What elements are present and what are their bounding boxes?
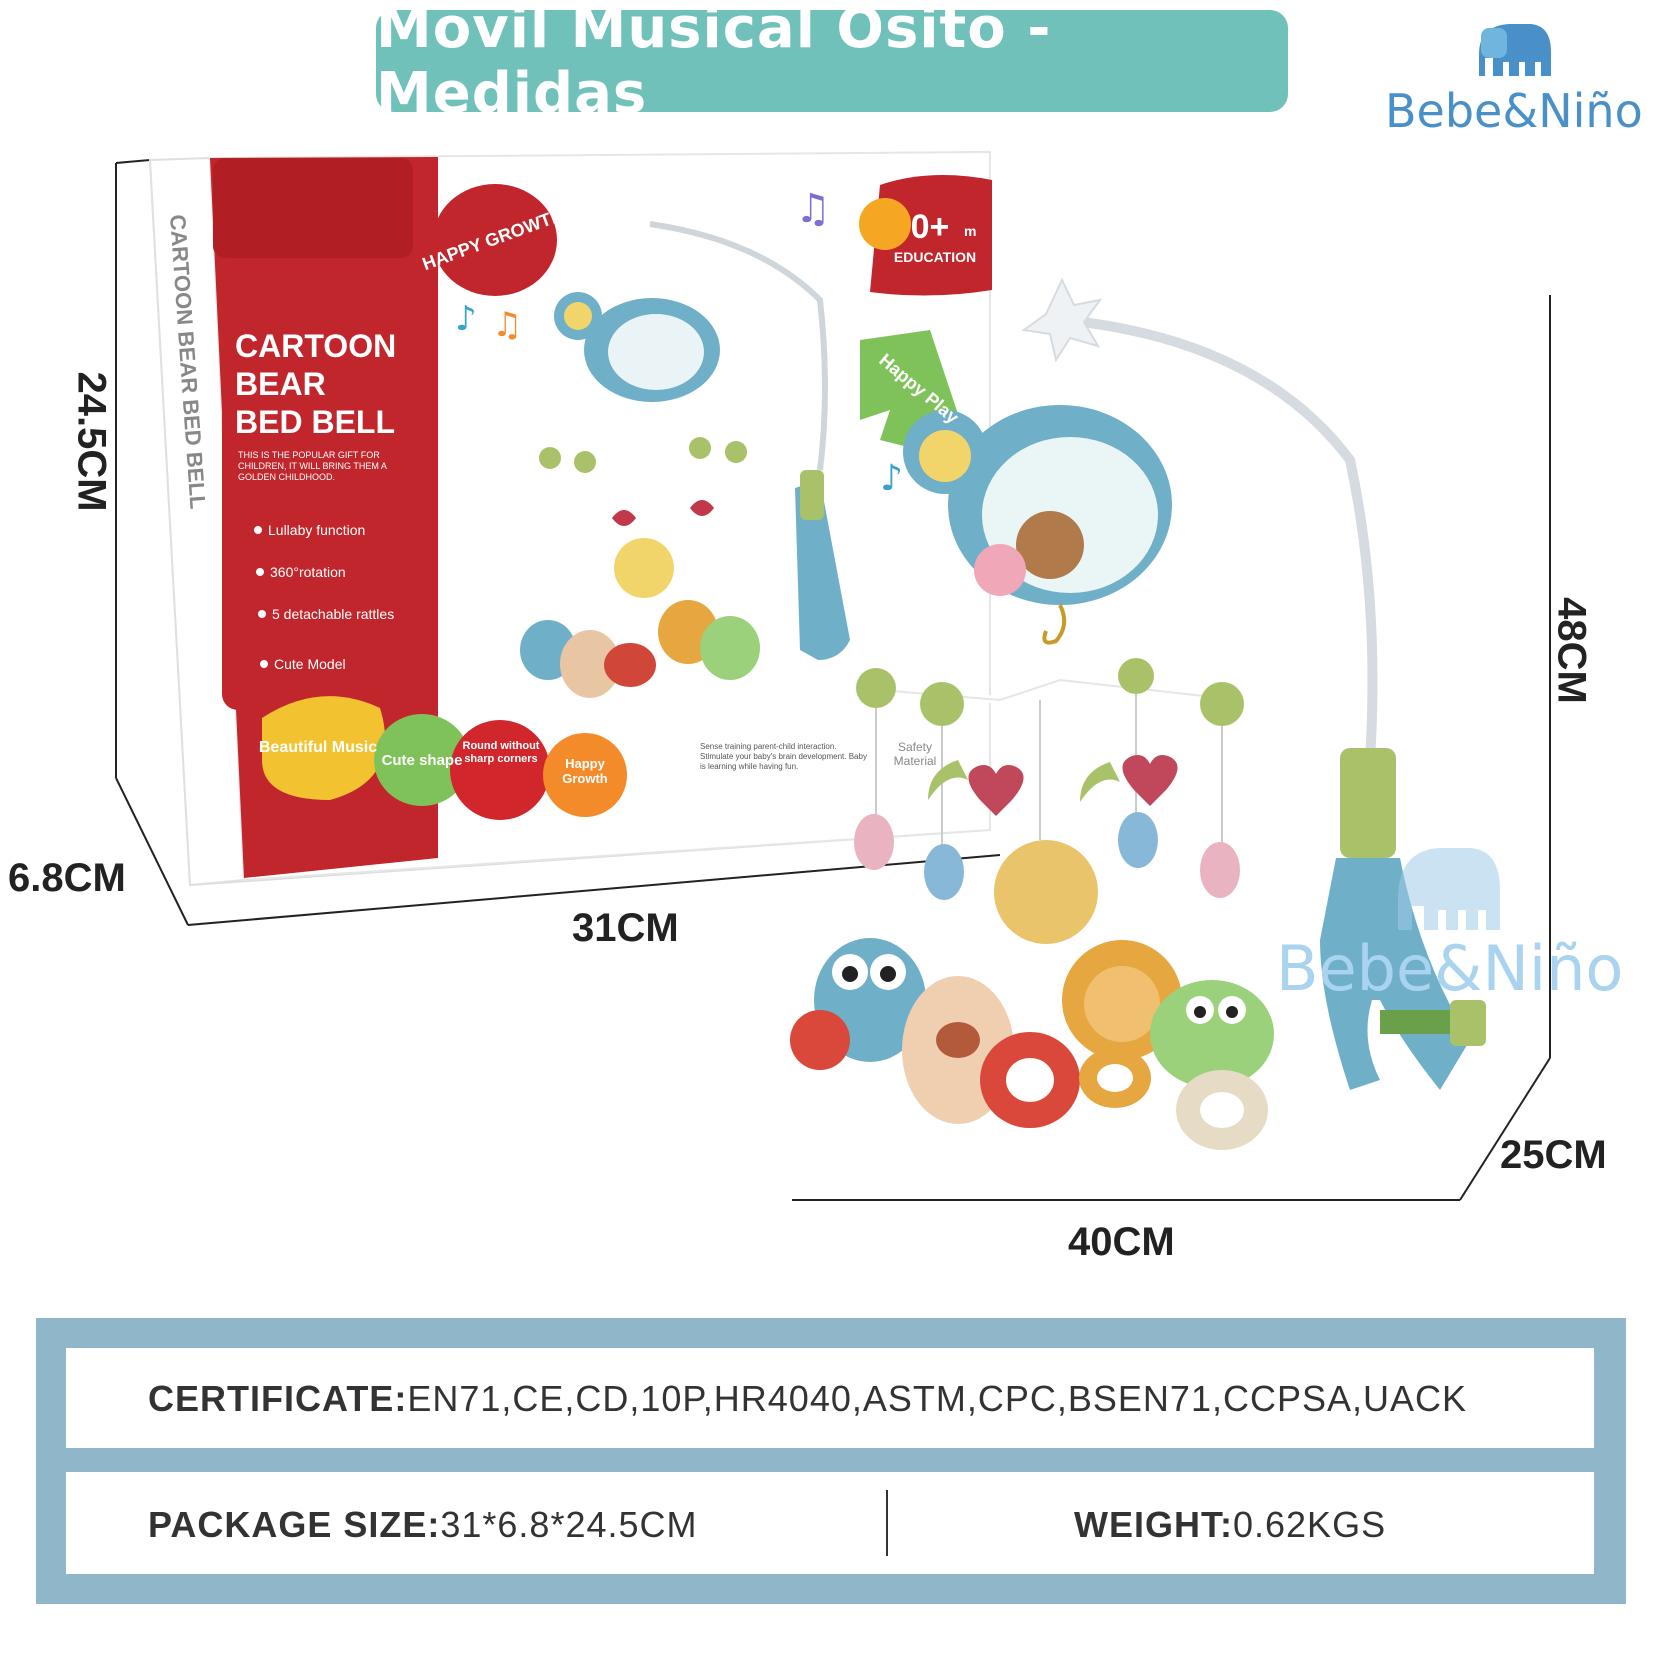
package-row: PACKAGE SIZE:31*6.8*24.5CM WEIGHT:0.62KG… bbox=[66, 1472, 1594, 1574]
box-bubble-4: Happy Growth bbox=[562, 756, 608, 786]
page-title: Movil Musical Osito - Medidas bbox=[376, 0, 1052, 126]
box-age: 0+ bbox=[911, 208, 950, 246]
dim-product-height: 48CM bbox=[1549, 597, 1594, 704]
box-feature-2: 360°rotation bbox=[270, 564, 346, 580]
certificate-label: CERTIFICATE: bbox=[148, 1378, 408, 1419]
box-education: EDUCATION bbox=[894, 249, 976, 265]
brand-logo: Bebe&Niño bbox=[1385, 14, 1643, 144]
dim-box-height: 24.5CM bbox=[69, 371, 114, 512]
product-illustration: ♪ ♫ ♫ bbox=[115, 150, 1551, 1201]
dim-box-depth: 6.8CM bbox=[8, 856, 126, 900]
dim-box-width: 31CM bbox=[572, 906, 679, 950]
box-bubble-1: Beautiful Music bbox=[259, 739, 377, 756]
svg-text:♫: ♫ bbox=[795, 186, 831, 232]
elephant-icon bbox=[1479, 24, 1551, 76]
box-badge: Safety Material bbox=[893, 740, 937, 768]
weight-label: WEIGHT: bbox=[1074, 1504, 1233, 1545]
package-size-label: PACKAGE SIZE: bbox=[148, 1504, 441, 1545]
dim-product-width: 40CM bbox=[1068, 1220, 1175, 1264]
product-dimension-lines bbox=[792, 295, 1551, 1201]
row-divider bbox=[886, 1490, 888, 1556]
dim-product-depth: 25CM bbox=[1500, 1133, 1607, 1177]
svg-text:♫: ♫ bbox=[492, 305, 522, 345]
box-feature-1: Lullaby function bbox=[268, 522, 365, 538]
svg-text:♪: ♪ bbox=[880, 458, 903, 499]
svg-text:♪: ♪ bbox=[455, 299, 477, 339]
page-title-banner: Movil Musical Osito - Medidas bbox=[376, 0, 1288, 126]
box-headline-2: BEAR bbox=[235, 366, 326, 402]
box-mobile-image bbox=[520, 221, 850, 698]
brand-name: Bebe&Niño bbox=[1385, 84, 1643, 138]
box-feature-4: Cute Model bbox=[274, 656, 346, 672]
package-box: ♪ ♫ ♫ bbox=[148, 150, 992, 887]
package-size-value: 31*6.8*24.5CM bbox=[440, 1504, 698, 1545]
box-bubble-3: Round without sharp corners bbox=[462, 740, 540, 765]
box-age-unit: m bbox=[964, 223, 976, 239]
weight-value: 0.62KGS bbox=[1232, 1504, 1387, 1545]
box-blurb: Sense training parent-child interaction.… bbox=[700, 742, 867, 771]
certificate-value: EN71,CE,CD,10P,HR4040,ASTM,CPC,BSEN71,CC… bbox=[407, 1378, 1468, 1419]
product-mobile-image: ♪ bbox=[790, 277, 1500, 1150]
watermark-text: Bebe&Niño bbox=[1276, 932, 1624, 1005]
box-bubble-2: Cute shape bbox=[382, 752, 463, 769]
box-feature-3: 5 detachable rattles bbox=[272, 606, 394, 622]
box-headline-1: CARTOON bbox=[235, 328, 396, 364]
box-headline-3: BED BELL bbox=[235, 404, 395, 440]
certificate-row: CERTIFICATE:EN71,CE,CD,10P,HR4040,ASTM,C… bbox=[66, 1348, 1594, 1448]
box-intro: THIS IS THE POPULAR GIFT FOR CHILDREN, I… bbox=[238, 450, 387, 482]
